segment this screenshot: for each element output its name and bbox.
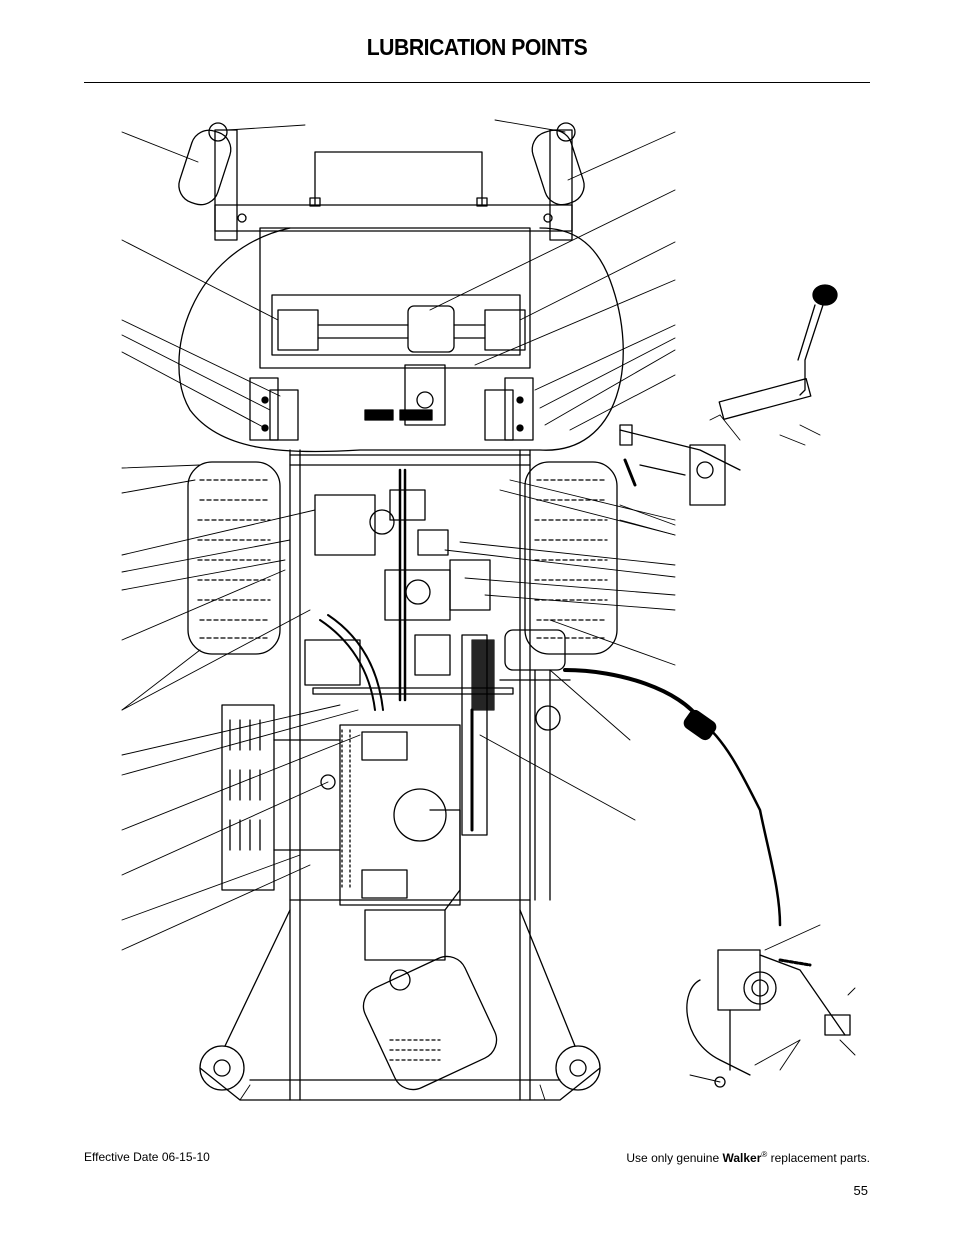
callout-lines — [121, 119, 856, 1101]
chassis-box — [259, 227, 531, 369]
genuine-parts-suffix: replacement parts. — [767, 1151, 870, 1165]
left-drive-tire — [187, 461, 281, 655]
control-lever-assembly — [619, 284, 838, 506]
brake-pedal-assembly — [686, 949, 851, 1088]
header-rule — [84, 82, 870, 83]
grille-panel — [221, 704, 275, 891]
deck-outline — [178, 227, 624, 453]
front-cross-beam — [214, 204, 573, 232]
oil-filter — [362, 955, 498, 1091]
right-drive-tire — [524, 461, 618, 655]
page-title: LUBRICATION POINTS — [366, 34, 588, 60]
effective-date: Effective Date 06-15-10 — [84, 1150, 210, 1164]
lubrication-diagram — [121, 119, 856, 1101]
registered-mark: ® — [761, 1150, 768, 1159]
rear-right-pulley — [555, 1045, 601, 1091]
page-number: 55 — [853, 1183, 868, 1198]
handle-frame — [314, 151, 483, 206]
genuine-parts-note: Use only genuine Walker® replacement par… — [626, 1150, 870, 1165]
genuine-parts-prefix: Use only genuine — [626, 1151, 723, 1165]
engine-block — [339, 724, 461, 906]
rear-left-pulley — [199, 1045, 245, 1091]
brand-name: Walker — [722, 1151, 762, 1165]
front-left-caster — [178, 122, 238, 241]
front-right-caster — [531, 122, 585, 241]
